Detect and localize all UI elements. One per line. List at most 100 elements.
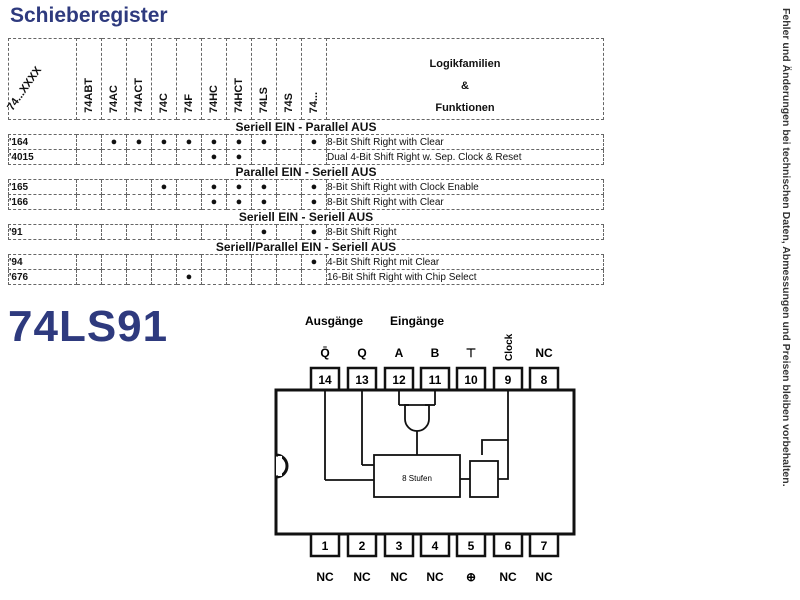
section-row: Seriell/Parallel EIN - Seriell AUS xyxy=(8,239,604,255)
section-row: Seriell EIN - Seriell AUS xyxy=(8,209,604,225)
corner-header: 74...XXXX xyxy=(5,38,77,120)
logic-family-table: 74...XXXX 74ABT 74AC 74ACT 74C 74F 74HC … xyxy=(5,38,604,285)
pin-label: NC xyxy=(499,570,517,584)
family-label: 74C xyxy=(158,92,170,113)
pin-label: NC xyxy=(426,570,444,584)
family-label: 74F xyxy=(183,94,195,113)
availability-dot: ● xyxy=(201,194,227,210)
availability-dot: ● xyxy=(301,134,327,150)
pin-5: 5 xyxy=(455,532,487,558)
availability-empty xyxy=(126,254,152,270)
availability-empty xyxy=(151,269,177,285)
pin-label: NC xyxy=(390,570,408,584)
pin-box xyxy=(383,532,415,558)
availability-empty xyxy=(176,194,202,210)
function-header-line: Funktionen xyxy=(435,102,495,114)
family-label: 74HC xyxy=(208,84,220,113)
pin-label: NC xyxy=(535,570,553,584)
disclaimer-note: Fehler und Änderungen bei technischen Da… xyxy=(778,8,798,593)
availability-empty xyxy=(126,179,152,195)
availability-empty xyxy=(126,149,152,165)
availability-empty xyxy=(251,254,277,270)
family-header: 74... xyxy=(301,38,327,120)
pin-number: 13 xyxy=(355,373,369,387)
pin-number: 6 xyxy=(505,539,512,553)
pin-12: 12 xyxy=(383,366,415,392)
availability-empty xyxy=(201,269,227,285)
page-title: Schieberegister xyxy=(10,4,168,27)
availability-empty xyxy=(251,269,277,285)
type-code: '94 xyxy=(8,254,77,270)
pin-4: 4 xyxy=(419,532,451,558)
family-header: 74F xyxy=(176,38,202,120)
availability-empty xyxy=(276,269,302,285)
family-label: 74ABT xyxy=(83,78,95,113)
family-header: 74HCT xyxy=(226,38,252,120)
availability-empty xyxy=(276,224,302,240)
function-description: 4-Bit Shift Right mit Clear xyxy=(326,254,604,270)
family-label: 74S xyxy=(283,93,295,113)
availability-empty xyxy=(101,269,127,285)
pin-box xyxy=(455,532,487,558)
function-header-line: & xyxy=(461,80,469,92)
availability-dot: ● xyxy=(176,269,202,285)
section-title: Seriell EIN - Parallel AUS xyxy=(8,119,604,135)
pin-box xyxy=(309,532,341,558)
type-code: '4015 xyxy=(8,149,77,165)
availability-empty xyxy=(151,194,177,210)
pin-label: NC xyxy=(316,570,334,584)
notch-mask xyxy=(278,456,282,476)
family-header: 74C xyxy=(151,38,177,120)
family-label: 74ACT xyxy=(133,78,145,113)
family-header: 74ABT xyxy=(76,38,102,120)
pin-label: B xyxy=(431,346,440,360)
family-label: 74HCT xyxy=(233,78,245,113)
availability-dot: ● xyxy=(251,194,277,210)
register-label: 8 Stufen xyxy=(402,474,432,483)
pin-11: 11 xyxy=(419,366,451,392)
availability-empty xyxy=(151,149,177,165)
availability-empty xyxy=(151,254,177,270)
function-description: 16-Bit Shift Right with Chip Select xyxy=(326,269,604,285)
pin-number: 14 xyxy=(318,373,332,387)
pin-3: 3 xyxy=(383,532,415,558)
type-code: '676 xyxy=(8,269,77,285)
availability-empty xyxy=(76,194,102,210)
availability-empty xyxy=(226,224,252,240)
table-row: '164●●●●●●●●8-Bit Shift Right with Clear xyxy=(8,134,604,150)
availability-empty xyxy=(76,224,102,240)
family-header: 74HC xyxy=(201,38,227,120)
pin-number: 10 xyxy=(464,373,478,387)
pin-label: A xyxy=(395,346,404,360)
pin-number: 12 xyxy=(392,373,406,387)
section-row: Seriell EIN - Parallel AUS xyxy=(8,119,604,135)
availability-empty xyxy=(76,254,102,270)
type-code: '164 xyxy=(8,134,77,150)
family-label: 74AC xyxy=(108,84,120,113)
pin-box xyxy=(528,532,560,558)
family-header: 74LS xyxy=(251,38,277,120)
function-description: 8-Bit Shift Right xyxy=(326,224,604,240)
availability-dot: ● xyxy=(226,149,252,165)
availability-empty xyxy=(176,224,202,240)
section-row: Parallel EIN - Seriell AUS xyxy=(8,164,604,180)
family-header: 74ACT xyxy=(126,38,152,120)
pin-number: 11 xyxy=(429,373,442,387)
availability-empty xyxy=(126,269,152,285)
availability-empty xyxy=(276,194,302,210)
table-row: '166●●●●8-Bit Shift Right with Clear xyxy=(8,194,604,210)
availability-empty xyxy=(101,194,127,210)
section-title: Seriell/Parallel EIN - Seriell AUS xyxy=(8,239,604,255)
pin-number: 3 xyxy=(396,539,403,553)
pin-number: 4 xyxy=(432,539,439,553)
availability-dot: ● xyxy=(201,179,227,195)
availability-empty xyxy=(176,254,202,270)
availability-empty xyxy=(201,224,227,240)
availability-dot: ● xyxy=(101,134,127,150)
availability-dot: ● xyxy=(251,134,277,150)
type-code: '166 xyxy=(8,194,77,210)
availability-dot: ● xyxy=(226,179,252,195)
pin-1: 1 xyxy=(309,532,341,558)
